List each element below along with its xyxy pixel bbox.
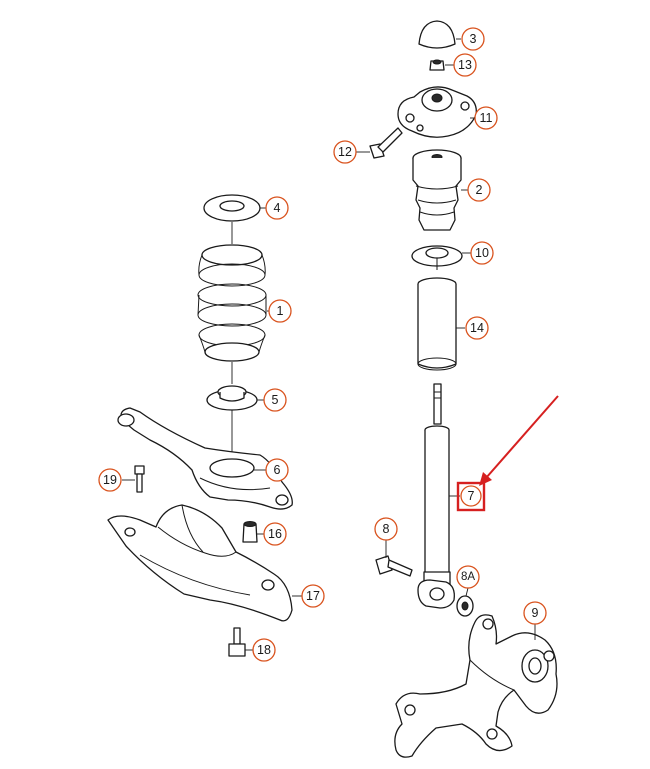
part-2-bump-stop (412, 149, 462, 231)
part-18-bolt (228, 627, 246, 657)
callout-16[interactable]: 16 (263, 522, 287, 546)
part-13-nut (429, 59, 445, 71)
part-11-top-mount (397, 86, 477, 138)
svg-text:11: 11 (480, 111, 493, 125)
svg-text:1: 1 (277, 304, 284, 318)
svg-text:16: 16 (268, 527, 282, 541)
callout-7[interactable]: 7 (456, 481, 486, 512)
svg-text:10: 10 (475, 246, 489, 260)
svg-text:18: 18 (257, 643, 271, 657)
part-19-small-bolt (134, 465, 145, 493)
part-16-bushing (242, 521, 258, 543)
callout-8[interactable]: 8 (374, 517, 398, 541)
svg-text:17: 17 (306, 589, 320, 603)
svg-text:3: 3 (470, 32, 477, 46)
callout-13[interactable]: 13 (453, 53, 477, 77)
part-14-dust-boot (417, 277, 457, 371)
callout-11[interactable]: 11 (474, 106, 498, 130)
callout-5[interactable]: 5 (263, 388, 287, 412)
callout-10[interactable]: 10 (470, 241, 494, 265)
svg-text:9: 9 (532, 606, 539, 620)
svg-text:19: 19 (103, 473, 117, 487)
callout-3[interactable]: 3 (461, 27, 485, 51)
svg-text:8A: 8A (461, 571, 475, 583)
part-8A-washer (456, 595, 474, 617)
callout-18[interactable]: 18 (252, 638, 276, 662)
callout-17[interactable]: 17 (301, 584, 325, 608)
callout-19[interactable]: 19 (98, 468, 122, 492)
svg-text:7: 7 (468, 489, 475, 503)
svg-text:13: 13 (458, 58, 472, 72)
callout-6[interactable]: 6 (265, 458, 289, 482)
part-1-coil-spring (197, 244, 267, 362)
part-5-lower-spring-seat (206, 385, 258, 411)
part-4-spring-seat (203, 194, 261, 222)
svg-text:4: 4 (274, 201, 281, 215)
part-10-washer (411, 245, 463, 270)
svg-text:6: 6 (274, 463, 281, 477)
callout-7-highlight-box (456, 481, 486, 512)
callout-2[interactable]: 2 (467, 178, 491, 202)
svg-text:5: 5 (272, 393, 279, 407)
svg-text:2: 2 (476, 183, 483, 197)
part-7-shock-absorber (417, 383, 455, 609)
callout-14[interactable]: 14 (465, 316, 489, 340)
callout-4[interactable]: 4 (265, 196, 289, 220)
svg-text:14: 14 (470, 321, 484, 335)
part-8-bolt (375, 555, 413, 577)
part-3-protective-cap (418, 20, 456, 49)
part-12-bolt (369, 127, 403, 159)
part-9-wheel-bearing-housing (394, 614, 558, 758)
part-17-transverse-link (107, 504, 293, 622)
callout-1[interactable]: 1 (268, 299, 292, 323)
callout-9[interactable]: 9 (523, 601, 547, 625)
callout-12[interactable]: 12 (333, 140, 357, 164)
callout-8A[interactable]: 8A (456, 565, 480, 589)
part-6-spring-link (117, 407, 293, 510)
svg-text:12: 12 (338, 145, 352, 159)
svg-text:8: 8 (383, 522, 390, 536)
red-pointer-arrow (479, 395, 559, 486)
